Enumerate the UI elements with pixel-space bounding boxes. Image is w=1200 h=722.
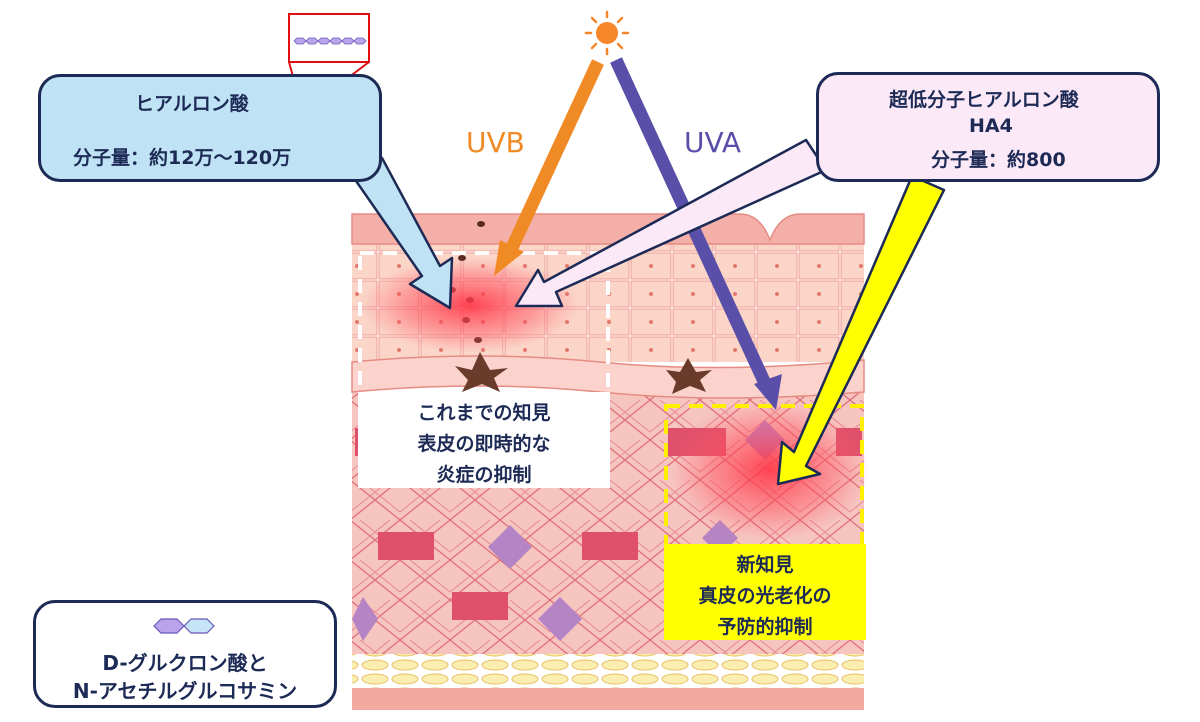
ha4-name: HA4 xyxy=(969,115,1013,137)
fibroblast xyxy=(538,597,582,641)
legend-line1: D-グルクロン酸と xyxy=(102,651,268,675)
ha4-weight: 分子量：約800 xyxy=(931,149,1066,171)
ha4-box: 超低分子ヒアルロン酸 HA4 分子量：約800 xyxy=(816,72,1160,182)
disaccharide-icon xyxy=(153,618,215,634)
new-finding-frame xyxy=(664,404,864,640)
prior-finding-line3: 炎症の抑制 xyxy=(436,464,532,486)
uvb-arrow xyxy=(494,59,604,276)
collagen-bundle xyxy=(378,532,434,560)
melanocyte xyxy=(455,352,508,392)
new-finding-panel: 新知見 真皮の光老化の 予防的抑制 xyxy=(664,544,866,640)
collagen-bundle xyxy=(452,592,508,620)
new-finding-line2: 真皮の光老化の xyxy=(698,585,832,607)
hyaluronic-title: ヒアルロン酸 xyxy=(135,93,249,115)
melanocyte xyxy=(666,358,712,394)
legend-line2: N-アセチルグルコサミン xyxy=(72,679,298,703)
sun-icon xyxy=(584,10,630,56)
ha4-epidermis-arrow xyxy=(514,138,828,308)
fibroblast xyxy=(352,597,378,641)
hyaluronic-acid-box: ヒアルロン酸 分子量：約12万〜120万 xyxy=(38,74,382,182)
collagen-bundle xyxy=(582,532,638,560)
fibroblast xyxy=(488,525,532,569)
prior-finding-line1: これまでの知見 xyxy=(417,402,551,424)
prior-finding-line2: 表皮の即時的な xyxy=(417,433,551,455)
dermis-inflammation xyxy=(670,400,870,540)
uvb-label: UVB xyxy=(466,126,525,159)
ha4-title: 超低分子ヒアルロン酸 xyxy=(889,89,1079,111)
prior-finding-panel: これまでの知見 表皮の即時的な 炎症の抑制 xyxy=(358,392,610,488)
bottom-layer xyxy=(352,688,864,710)
new-finding-line1: 新知見 xyxy=(736,554,794,576)
stratum-corneum xyxy=(351,213,865,245)
uva-label: UVA xyxy=(684,126,742,159)
hyaluronic-weight: 分子量：約12万〜120万 xyxy=(73,147,292,169)
ha4-dermis-arrow xyxy=(776,174,946,486)
fat-layer xyxy=(352,654,864,688)
hyaluronic-arrow xyxy=(352,156,454,310)
legend-box: D-グルクロン酸と N-アセチルグルコサミン xyxy=(33,600,337,708)
new-finding-line3: 予防的抑制 xyxy=(717,616,813,638)
hyaluronic-chain-zoom xyxy=(288,13,370,109)
